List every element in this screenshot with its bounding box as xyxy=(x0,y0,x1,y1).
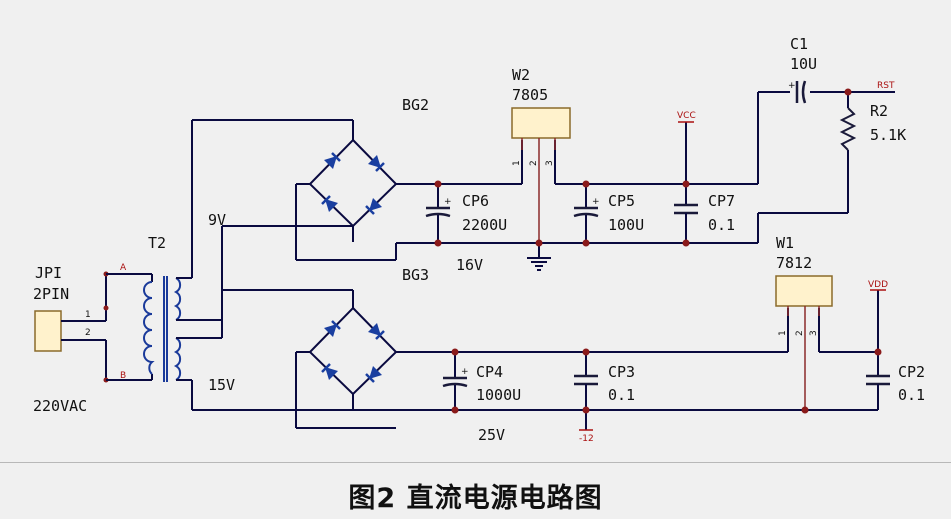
input-voltage-label: 220VAC xyxy=(33,397,87,415)
t2-pin-a: A xyxy=(120,263,127,273)
jp1-name: JPI xyxy=(35,264,62,282)
w1-pin3: 3 xyxy=(809,330,819,336)
capacitor-cp7 xyxy=(674,122,698,243)
capacitor-c1: + xyxy=(788,80,807,104)
rst-label: RST xyxy=(877,81,895,91)
junction-dot xyxy=(103,305,109,311)
r2-name: R2 xyxy=(870,102,888,120)
power-supply-schematic: JPI 2PIN 1 2 220VAC T2 A B 9V 15V xyxy=(33,35,925,444)
w1-pin1: 1 xyxy=(778,330,788,336)
rail-16v-label: 16V xyxy=(456,256,483,274)
cp5-value: 100U xyxy=(608,216,644,234)
jp1-pin1: 1 xyxy=(85,310,91,320)
w1-pin2: 2 xyxy=(795,330,805,336)
svg-text:+: + xyxy=(444,197,452,207)
svg-text:+: + xyxy=(592,197,600,207)
cp5-name: CP5 xyxy=(608,192,635,210)
w2-name: W2 xyxy=(512,66,530,84)
w2-pin1: 1 xyxy=(512,160,522,166)
vcc-label: VCC xyxy=(677,111,696,121)
t2-name: T2 xyxy=(148,234,166,252)
secondary-lower-voltage: 15V xyxy=(208,376,235,394)
svg-text:+: + xyxy=(461,367,469,377)
t2-pin-b: B xyxy=(120,371,126,381)
bridge-rectifier-bg3 xyxy=(308,306,398,396)
svg-text:+: + xyxy=(788,81,796,91)
w1-value: 7812 xyxy=(776,254,812,272)
bg3-label: BG3 xyxy=(402,266,429,284)
cp3-name: CP3 xyxy=(608,363,635,381)
cp4-value: 1000U xyxy=(476,386,521,404)
jp1-connector xyxy=(34,274,107,380)
cp2-value: 0.1 xyxy=(898,386,925,404)
w2-pin2: 2 xyxy=(529,160,539,166)
bg2-label: BG2 xyxy=(402,96,429,114)
cp6-name: CP6 xyxy=(462,192,489,210)
secondary-upper-voltage: 9V xyxy=(208,211,226,229)
w2-value: 7805 xyxy=(512,86,548,104)
capacitor-cp2 xyxy=(866,290,890,410)
rail-25v-label: 25V xyxy=(478,426,505,444)
c1-name: C1 xyxy=(790,35,808,53)
capacitor-cp6: + xyxy=(425,184,452,243)
bridge-rectifier-bg2 xyxy=(308,138,398,228)
regulator-w2 xyxy=(511,107,571,243)
capacitor-cp3 xyxy=(574,352,598,430)
capacitor-cp5: + xyxy=(573,184,600,243)
caption-bar xyxy=(0,462,951,519)
cp2-name: CP2 xyxy=(898,363,925,381)
cp6-value: 2200U xyxy=(462,216,507,234)
cp7-name: CP7 xyxy=(708,192,735,210)
cp3-value: 0.1 xyxy=(608,386,635,404)
w1-name: W1 xyxy=(776,234,794,252)
r2-value: 5.1K xyxy=(870,126,906,144)
c1-value: 10U xyxy=(790,55,817,73)
resistor-r2 xyxy=(839,107,857,151)
jp1-pin2: 2 xyxy=(85,328,91,338)
ground-symbol xyxy=(527,243,551,271)
capacitor-cp4: + xyxy=(442,352,469,410)
w2-pin3: 3 xyxy=(545,160,555,166)
regulator-w1 xyxy=(775,275,833,410)
figure-caption: 图2 直流电源电路图 xyxy=(348,483,603,514)
junction-dots xyxy=(434,88,882,414)
transformer-t2 xyxy=(106,273,182,382)
cp7-value: 0.1 xyxy=(708,216,735,234)
vdd-label: VDD xyxy=(868,280,888,290)
cp4-name: CP4 xyxy=(476,363,503,381)
jp1-value: 2PIN xyxy=(33,285,69,303)
minus12-label: -12 xyxy=(579,434,594,444)
